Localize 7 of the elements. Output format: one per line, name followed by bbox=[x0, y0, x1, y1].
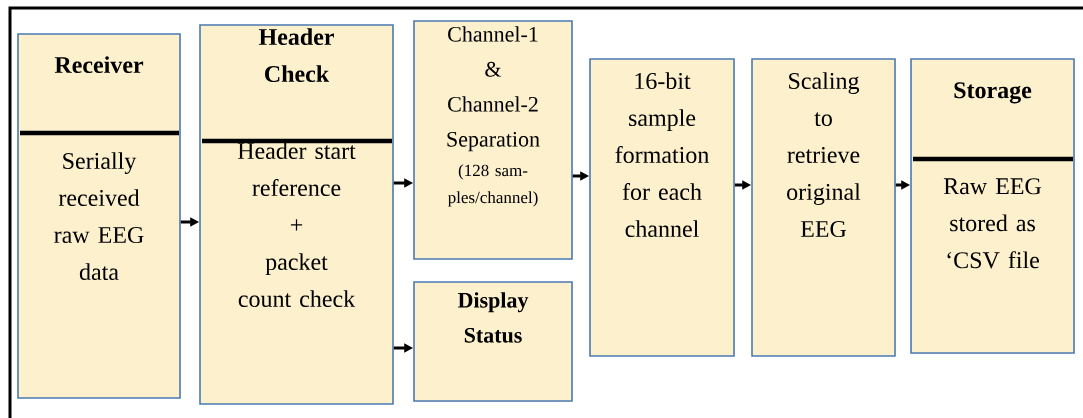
process-box: Header Check Header start reference + packet count check bbox=[199, 24, 394, 405]
process-box: Receiver Serially received raw EEG data bbox=[17, 33, 181, 399]
process-box: 16-bit sample formation for each channel bbox=[589, 58, 735, 357]
process-box: Scaling to retrieve original EEG bbox=[751, 58, 896, 357]
process-box: Channel-1 & Channel-2 Separation (128 sam- ples/channel) bbox=[413, 20, 573, 260]
process-box: Display Status bbox=[413, 281, 573, 402]
process-box: Storage Raw EEG stored as ‘CSV file bbox=[910, 58, 1075, 354]
